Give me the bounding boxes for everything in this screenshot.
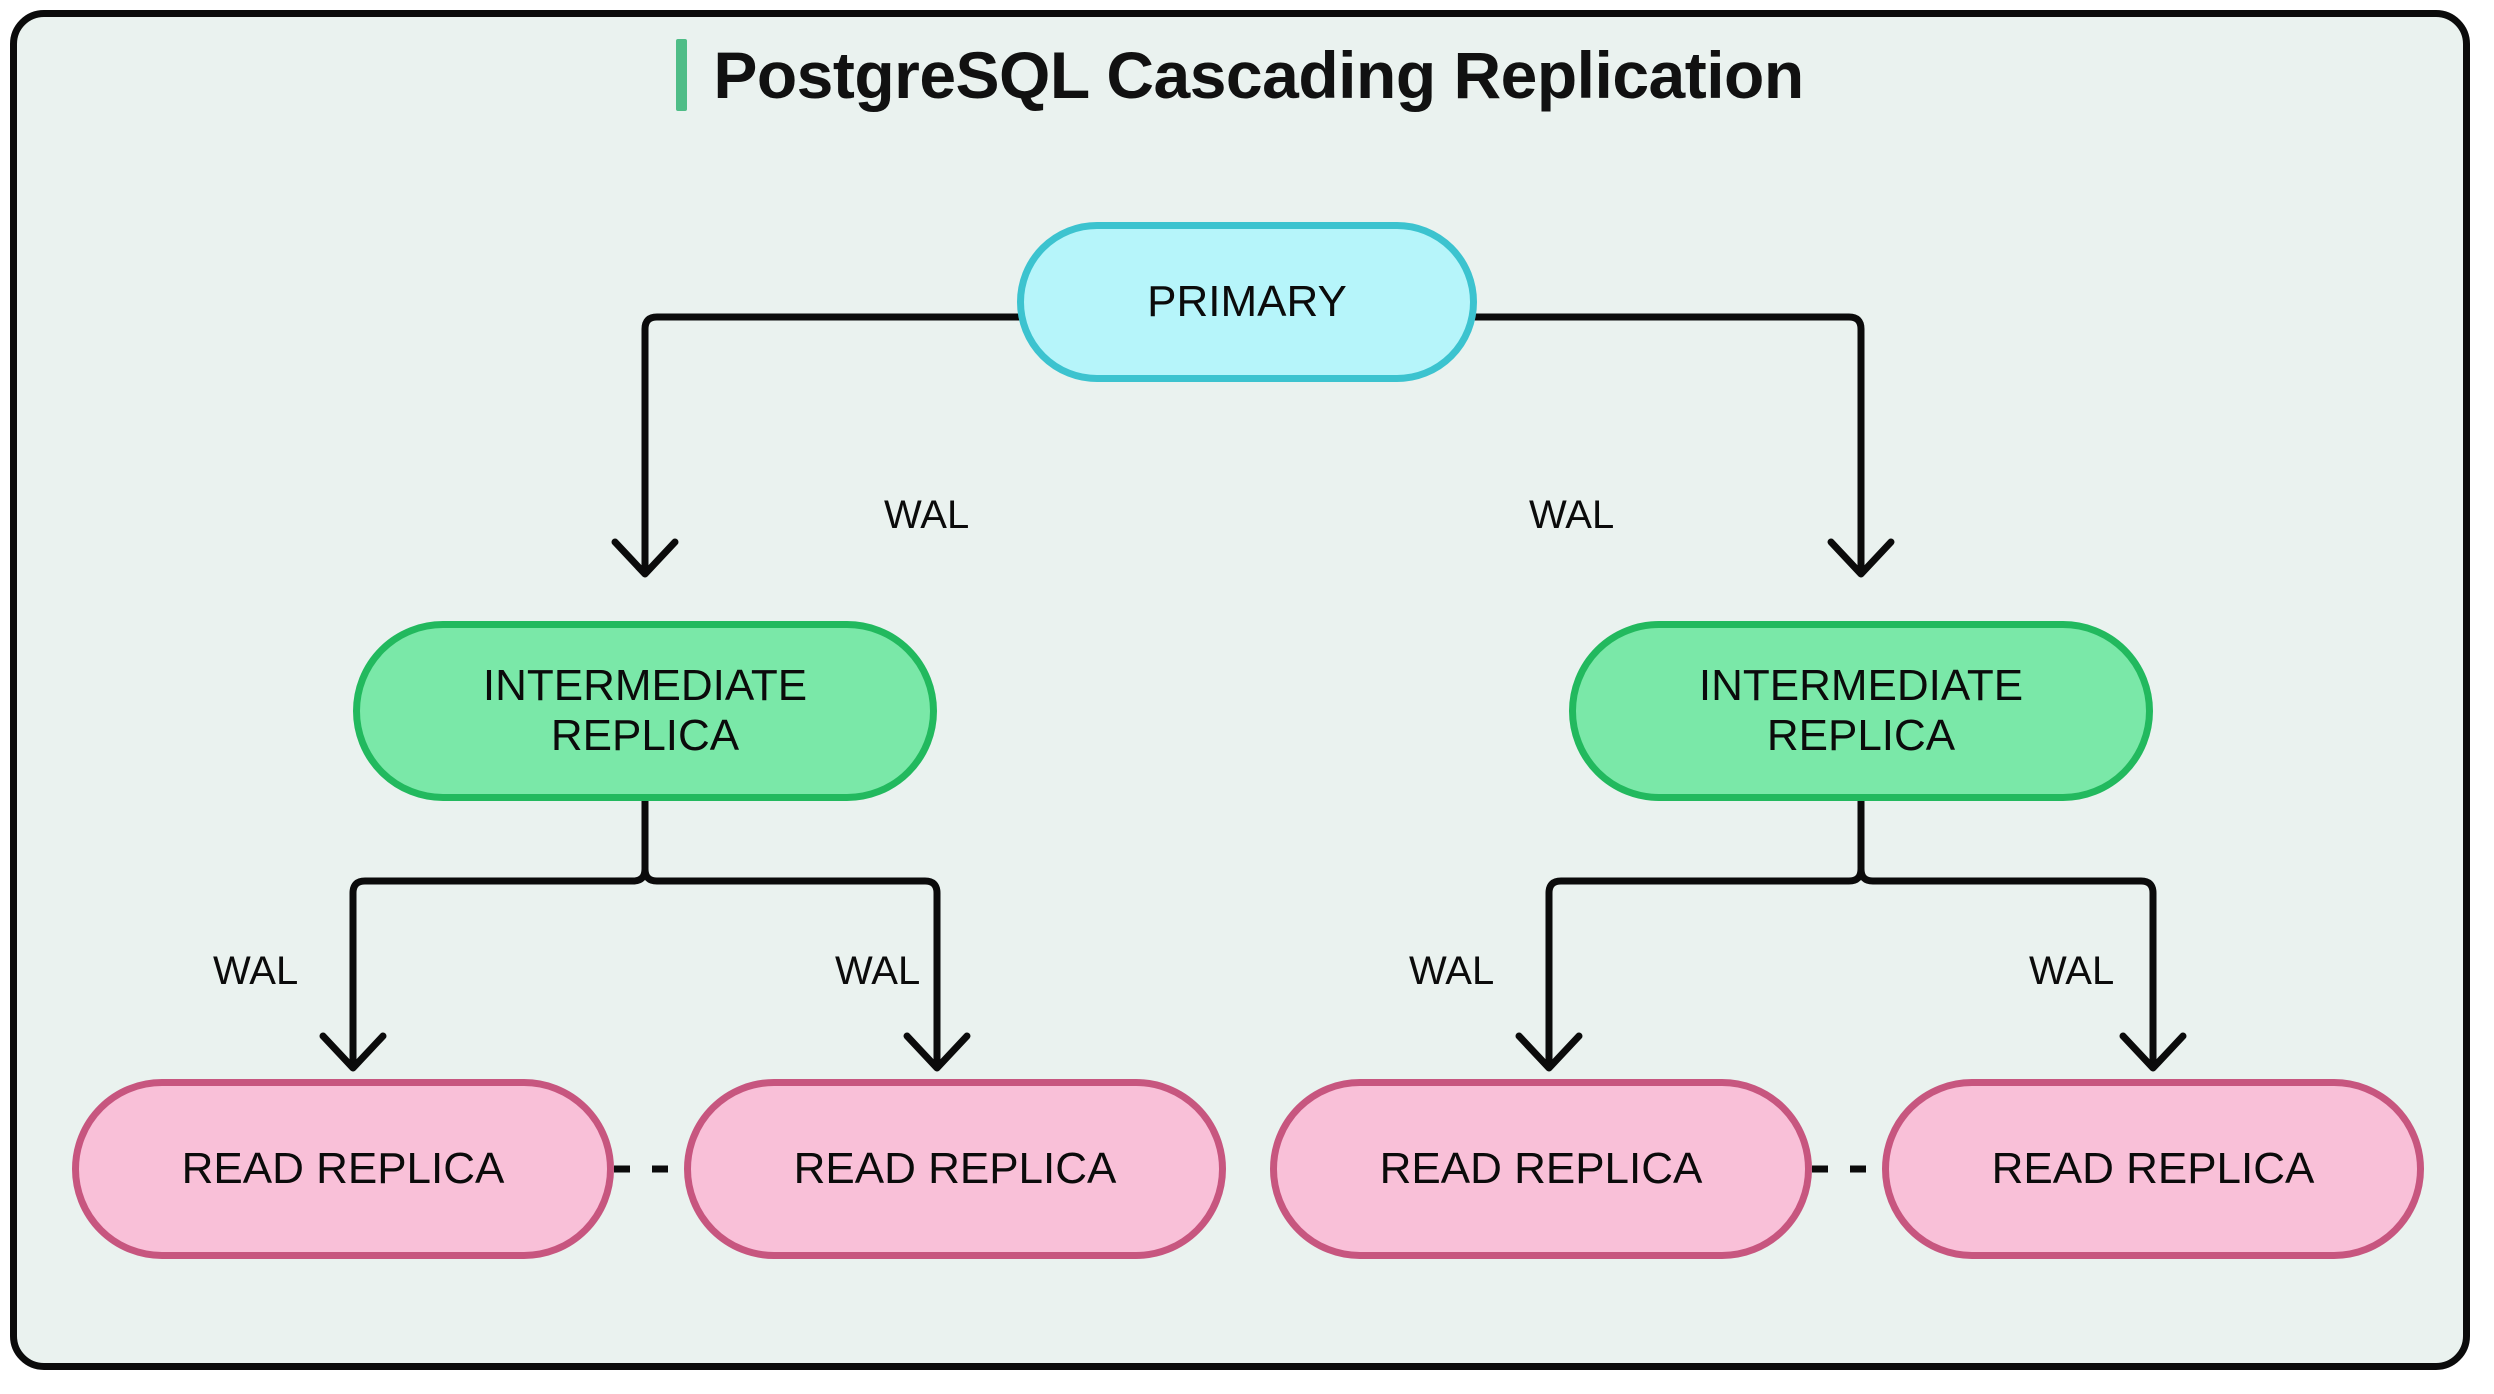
title-accent-bar [676,39,688,111]
arrowhead-read-3 [1515,1032,1583,1072]
node-read-replica-3[interactable]: READ REPLICA [1270,1079,1812,1259]
node-intermediate-right-label: INTERMEDIATE REPLICA [1685,661,2037,760]
edge-label-wal-1: WAL [884,493,970,537]
edge-label-wal-2: WAL [1529,493,1615,537]
node-read-replica-1[interactable]: READ REPLICA [72,1079,614,1259]
arrowhead-read-4 [2119,1032,2187,1072]
edge-intermediate-left-to-read-2 [641,797,941,1067]
arrowhead-read-1 [319,1032,387,1072]
node-intermediate-right-line1: INTERMEDIATE [1698,661,2024,711]
node-read-replica-2-label: READ REPLICA [793,1144,1117,1194]
node-primary-label: PRIMARY [1147,277,1347,327]
edge-label-wal-5: WAL [1409,949,1495,993]
diagram-canvas: PostgreSQL Cascading Replication WAL WAL… [10,10,2470,1370]
node-intermediate-left-label: INTERMEDIATE REPLICA [469,661,821,760]
node-primary[interactable]: PRIMARY [1017,222,1477,382]
node-read-replica-4-label: READ REPLICA [1991,1144,2315,1194]
edge-label-wal-6: WAL [2029,949,2115,993]
page-title: PostgreSQL Cascading Replication [713,38,1804,112]
node-intermediate-left[interactable]: INTERMEDIATE REPLICA [353,621,937,801]
node-intermediate-right-line2: REPLICA [1766,711,1956,760]
edge-label-wal-4: WAL [835,949,921,993]
edge-label-wal-3: WAL [213,949,299,993]
arrowhead-intermediate-right [1827,538,1895,578]
page-header: PostgreSQL Cascading Replication [17,39,2463,111]
node-read-replica-1-label: READ REPLICA [181,1144,505,1194]
node-read-replica-3-label: READ REPLICA [1379,1144,1703,1194]
node-intermediate-left-line1: INTERMEDIATE [482,661,808,711]
node-intermediate-right[interactable]: INTERMEDIATE REPLICA [1569,621,2153,801]
arrowhead-intermediate-left [611,538,679,578]
edge-intermediate-right-to-read-3 [1545,797,1865,1067]
edge-intermediate-left-to-read-1 [349,797,649,1067]
node-read-replica-4[interactable]: READ REPLICA [1882,1079,2424,1259]
arrowhead-read-2 [903,1032,971,1072]
node-read-replica-2[interactable]: READ REPLICA [684,1079,1226,1259]
edge-intermediate-right-to-read-4 [1857,797,2157,1067]
node-intermediate-left-line2: REPLICA [550,711,740,760]
